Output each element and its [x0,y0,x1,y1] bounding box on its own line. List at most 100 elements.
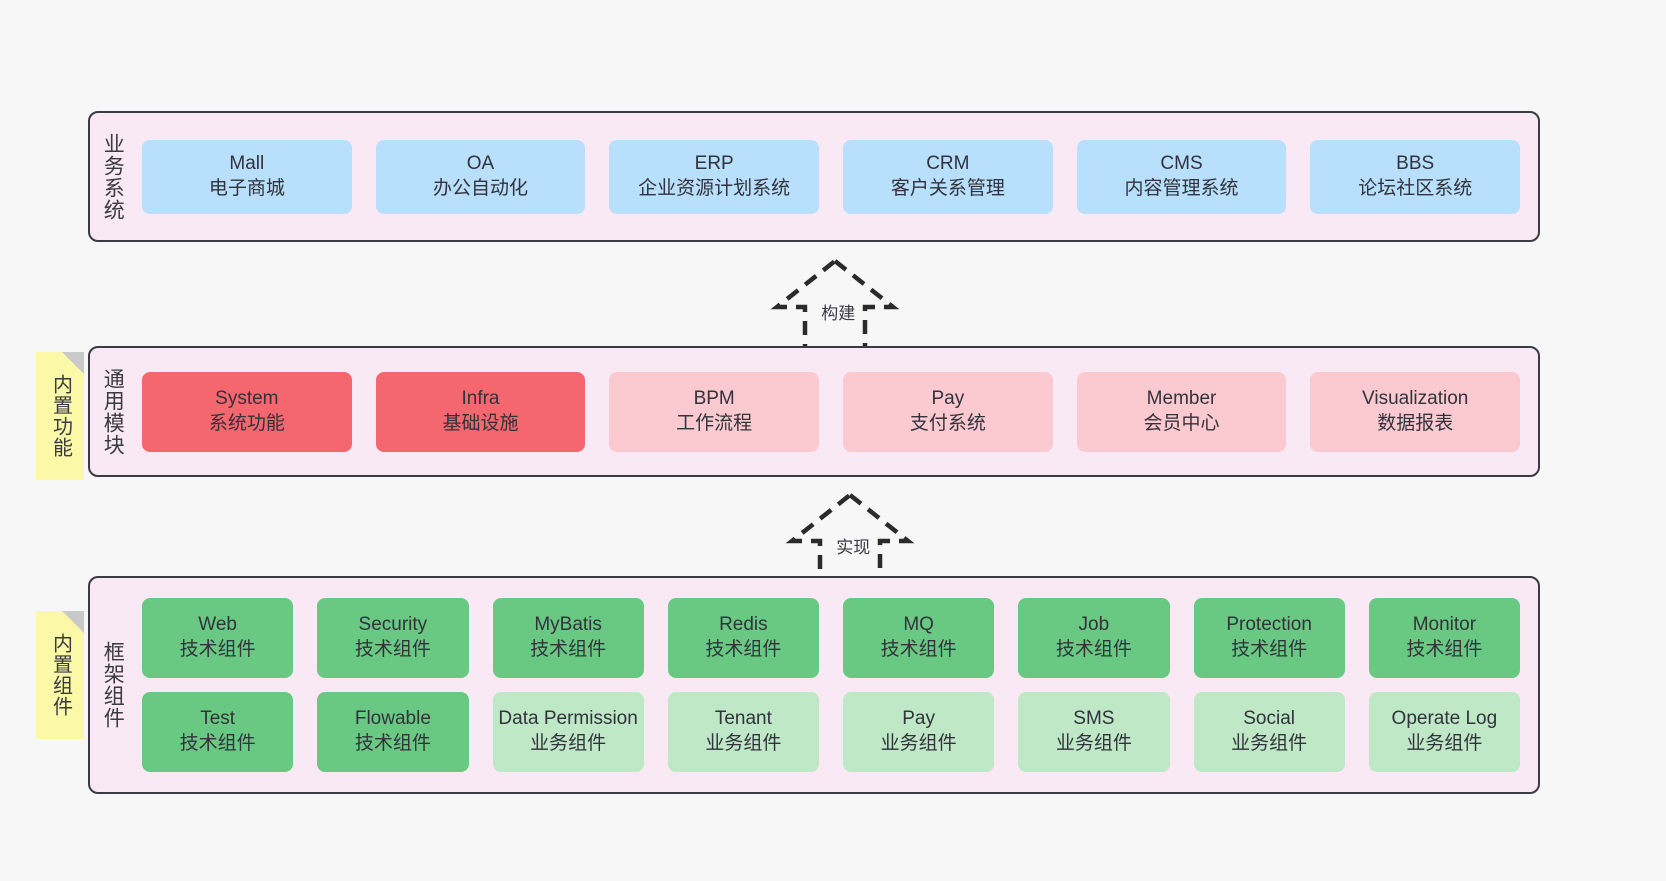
layer-body-business: Mall 电子商城 OA 办公自动化 ERP 企业资源计划系统 CRM 客户关系… [134,113,1538,240]
layer-title-framework: 框架组件 [101,641,125,729]
box-bpm[interactable]: BPM 工作流程 [609,371,820,452]
business-row: Mall 电子商城 OA 办公自动化 ERP 企业资源计划系统 CRM 客户关系… [142,139,1521,214]
connector-implement-arrow-icon [785,492,915,592]
box-infra[interactable]: Infra 基础设施 [375,371,586,452]
layer-common-modules: 通用模块 System 系统功能 Infra 基础设施 BPM 工作流程 Pay… [88,346,1540,477]
box-oa-cn: 办公自动化 [433,177,529,199]
box-operate-log[interactable]: Operate Log 业务组件 [1368,692,1520,772]
box-oa-en: OA [466,152,495,174]
box-crm-en: CRM [926,152,970,174]
connector-implement-label: 实现 [833,533,874,558]
box-mybatis-en: MyBatis [534,614,602,636]
box-member-cn: 会员中心 [1143,412,1220,434]
box-cms-en: CMS [1160,152,1203,174]
box-visualization-en: Visualization [1362,387,1469,409]
box-tenant-cn: 业务组件 [705,733,782,754]
box-crm-cn: 客户关系管理 [890,177,1005,199]
box-pay-module[interactable]: Pay 支付系统 [843,371,1053,452]
box-protection-cn: 技术组件 [1231,639,1308,660]
framework-row-business: Test 技术组件 Flowable 技术组件 Data Permission … [142,692,1520,772]
box-sms-en: SMS [1073,708,1115,730]
box-mybatis[interactable]: MyBatis 技术组件 [492,598,644,678]
box-tenant[interactable]: Tenant 业务组件 [667,692,819,772]
sticky-note-builtin-features-label: 内置功能 [49,374,72,458]
box-bpm-en: BPM [693,387,735,409]
box-data-permission-cn: 业务组件 [530,733,607,754]
box-infra-en: Infra [461,387,500,409]
box-erp[interactable]: ERP 企业资源计划系统 [609,139,820,214]
box-system-cn: 系统功能 [208,412,285,434]
box-redis[interactable]: Redis 技术组件 [667,598,819,678]
modules-row: System 系统功能 Infra 基础设施 BPM 工作流程 Pay 支付系统… [142,371,1521,452]
box-cms[interactable]: CMS 内容管理系统 [1076,139,1287,214]
box-flowable-cn: 技术组件 [354,733,431,754]
box-visualization[interactable]: Visualization 数据报表 [1310,371,1521,452]
box-system-en: System [215,387,279,409]
box-protection-en: Protection [1226,614,1312,636]
box-member-en: Member [1146,387,1217,409]
box-job-en: Job [1078,614,1110,636]
box-web-en: Web [198,614,237,636]
box-mall[interactable]: Mall 电子商城 [142,139,352,214]
box-data-permission-en: Data Permission [498,708,638,730]
box-pay-module-en: Pay [931,387,965,409]
box-tenant-en: Tenant [714,708,772,730]
box-erp-cn: 企业资源计划系统 [638,177,791,199]
box-protection[interactable]: Protection 技术组件 [1193,598,1345,678]
box-web-cn: 技术组件 [179,639,256,660]
layer-body-framework: Web 技术组件 Security 技术组件 MyBatis 技术组件 Redi… [134,578,1538,792]
box-mq[interactable]: MQ 技术组件 [843,598,995,678]
box-pay-component-en: Pay [902,708,935,730]
box-social-cn: 业务组件 [1231,733,1308,754]
box-oa[interactable]: OA 办公自动化 [375,139,586,214]
box-monitor-cn: 技术组件 [1406,639,1483,660]
sticky-note-builtin-features: 内置功能 [36,352,84,480]
box-operate-log-cn: 业务组件 [1406,733,1483,754]
box-monitor[interactable]: Monitor 技术组件 [1368,598,1520,678]
box-erp-en: ERP [694,152,734,174]
sticky-note-builtin-components-label: 内置组件 [49,633,72,717]
box-test-cn: 技术组件 [179,733,256,754]
box-flowable-en: Flowable [354,708,431,730]
box-member[interactable]: Member 会员中心 [1076,371,1287,452]
box-social[interactable]: Social 业务组件 [1193,692,1345,772]
layer-title-modules: 通用模块 [101,367,125,456]
box-mall-en: Mall [229,152,265,174]
box-data-permission[interactable]: Data Permission 业务组件 [492,692,644,772]
box-security-cn: 技术组件 [354,639,431,660]
box-security-en: Security [358,614,428,636]
box-mq-en: MQ [903,614,934,636]
layer-title-business: 业务系统 [101,132,125,221]
box-infra-cn: 基础设施 [442,412,519,434]
box-web[interactable]: Web 技术组件 [142,598,294,678]
box-security[interactable]: Security 技术组件 [317,598,469,678]
connector-build-arrow-icon [770,258,900,358]
box-bpm-cn: 工作流程 [676,412,753,434]
box-system[interactable]: System 系统功能 [142,371,352,452]
box-test[interactable]: Test 技术组件 [142,692,294,772]
box-sms[interactable]: SMS 业务组件 [1018,692,1170,772]
sticky-fold-corner-icon [62,611,84,633]
box-pay-module-cn: 支付系统 [909,412,986,434]
box-mall-cn: 电子商城 [208,177,285,199]
sticky-fold-corner-icon [62,352,84,374]
box-pay-component-cn: 业务组件 [880,733,957,754]
box-job[interactable]: Job 技术组件 [1018,598,1170,678]
layer-body-modules: System 系统功能 Infra 基础设施 BPM 工作流程 Pay 支付系统… [134,348,1538,475]
box-mybatis-cn: 技术组件 [530,639,607,660]
sticky-note-builtin-components: 内置组件 [36,611,84,739]
box-flowable[interactable]: Flowable 技术组件 [317,692,469,772]
box-social-en: Social [1243,708,1295,730]
box-bbs[interactable]: BBS 论坛社区系统 [1310,139,1521,214]
box-redis-en: Redis [719,614,768,636]
box-bbs-en: BBS [1396,152,1435,174]
layer-framework-components: 框架组件 Web 技术组件 Security 技术组件 MyBatis 技术组件… [88,576,1540,794]
connector-build-label: 构建 [818,299,859,324]
box-pay-component[interactable]: Pay 业务组件 [843,692,995,772]
layer-business-systems: 业务系统 Mall 电子商城 OA 办公自动化 ERP 企业资源计划系统 CRM… [88,111,1540,242]
box-sms-cn: 业务组件 [1055,733,1132,754]
box-operate-log-en: Operate Log [1391,708,1498,730]
box-crm[interactable]: CRM 客户关系管理 [843,139,1053,214]
box-visualization-cn: 数据报表 [1377,412,1454,434]
box-test-en: Test [200,708,236,730]
